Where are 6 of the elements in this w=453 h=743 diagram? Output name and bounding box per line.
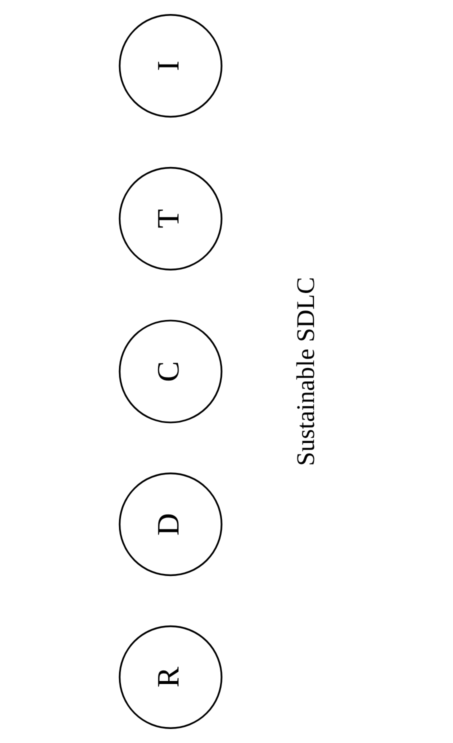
node-circle: C [118, 320, 222, 424]
node-circle: D [118, 472, 222, 576]
node-circle: I [118, 14, 222, 118]
label: Sustainable SDLC [291, 277, 320, 466]
node-circle: T [118, 166, 222, 270]
node-circle: R [118, 625, 222, 729]
